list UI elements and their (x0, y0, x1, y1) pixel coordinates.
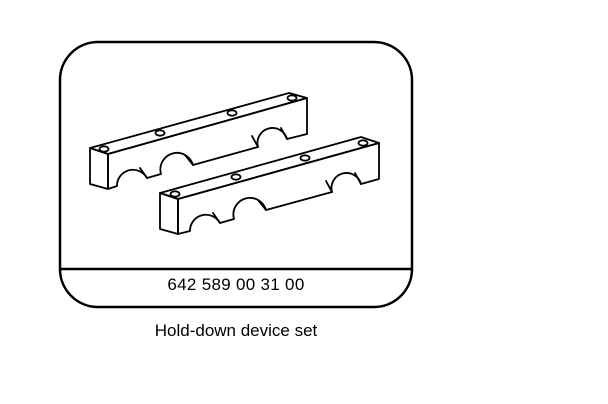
hold-down-bar-back (89, 92, 308, 190)
hold-down-bar-front (159, 136, 380, 235)
tool-caption: Hold-down device set (154, 321, 318, 340)
tool-card-frame (58, 40, 414, 309)
part-number-label: 642 589 00 31 00 (167, 275, 305, 294)
